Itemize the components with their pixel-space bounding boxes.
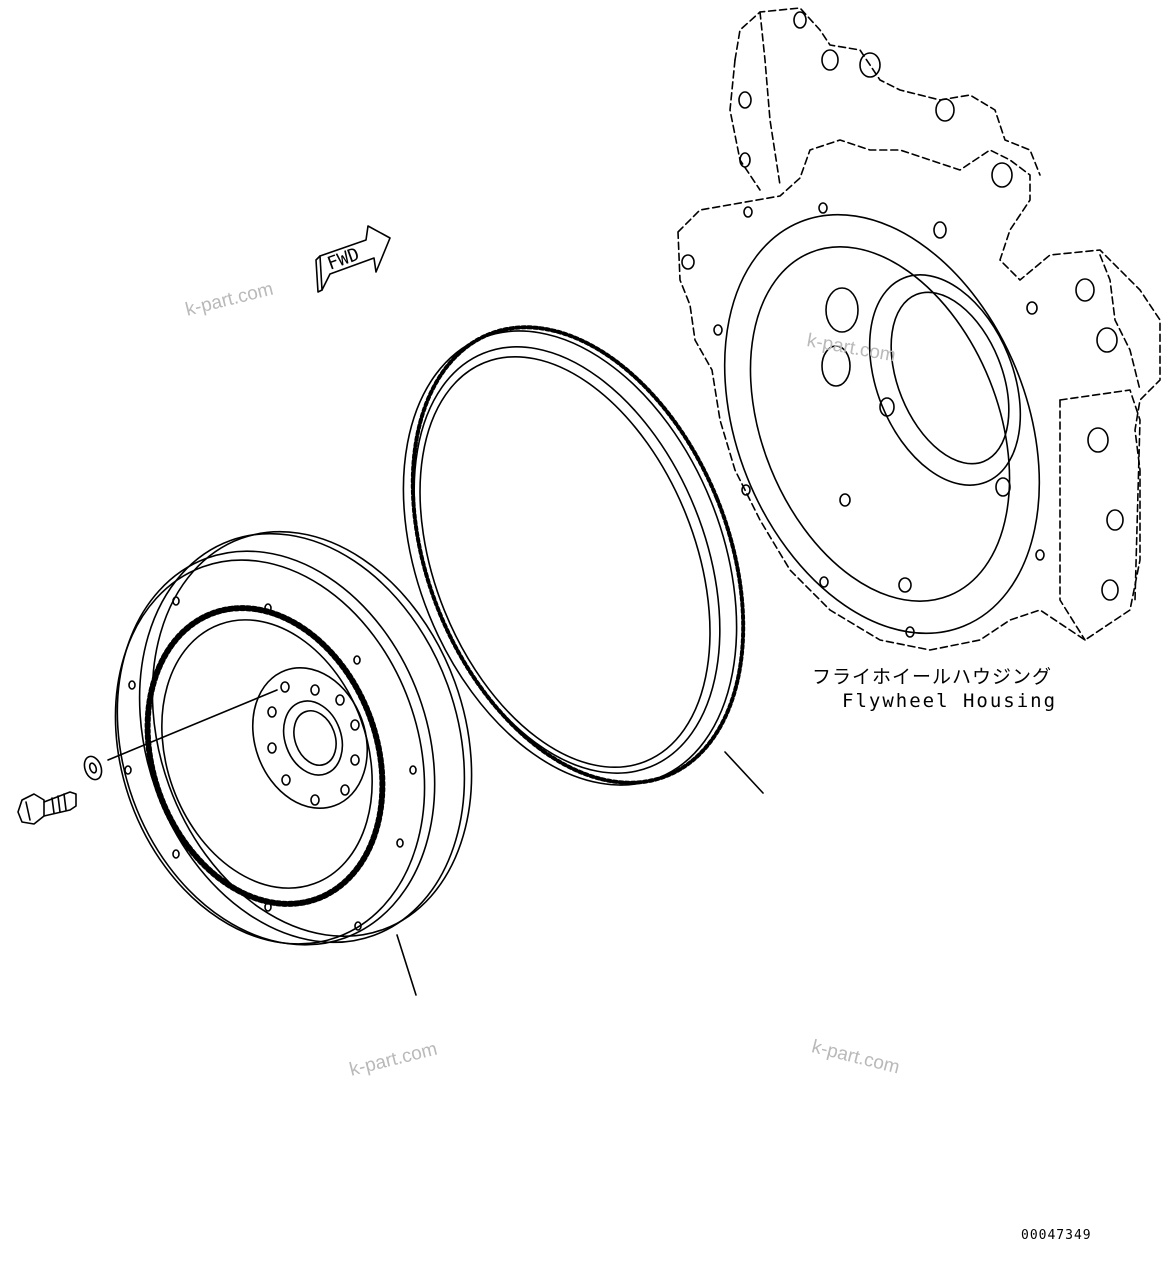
flywheel-housing-drawing <box>677 7 1161 651</box>
washer-icon <box>83 755 103 781</box>
drawing-number: 00047349 <box>1021 1228 1092 1243</box>
ring-gear-leader-line <box>724 751 764 794</box>
bolt-icon <box>17 791 77 825</box>
fwd-arrow-icon: FWD <box>315 225 391 293</box>
housing-label-en: Flywheel Housing <box>842 690 1058 712</box>
housing-label-jp: フライホイールハウジング <box>812 666 1053 688</box>
ring-gear-drawing <box>402 325 764 794</box>
flywheel-drawing <box>107 530 473 996</box>
bolt-axis-line <box>107 689 278 761</box>
fwd-label: FWD <box>325 244 363 275</box>
flywheel-leader-line <box>396 934 417 996</box>
flywheel-housing-solid-lines <box>681 11 1124 638</box>
